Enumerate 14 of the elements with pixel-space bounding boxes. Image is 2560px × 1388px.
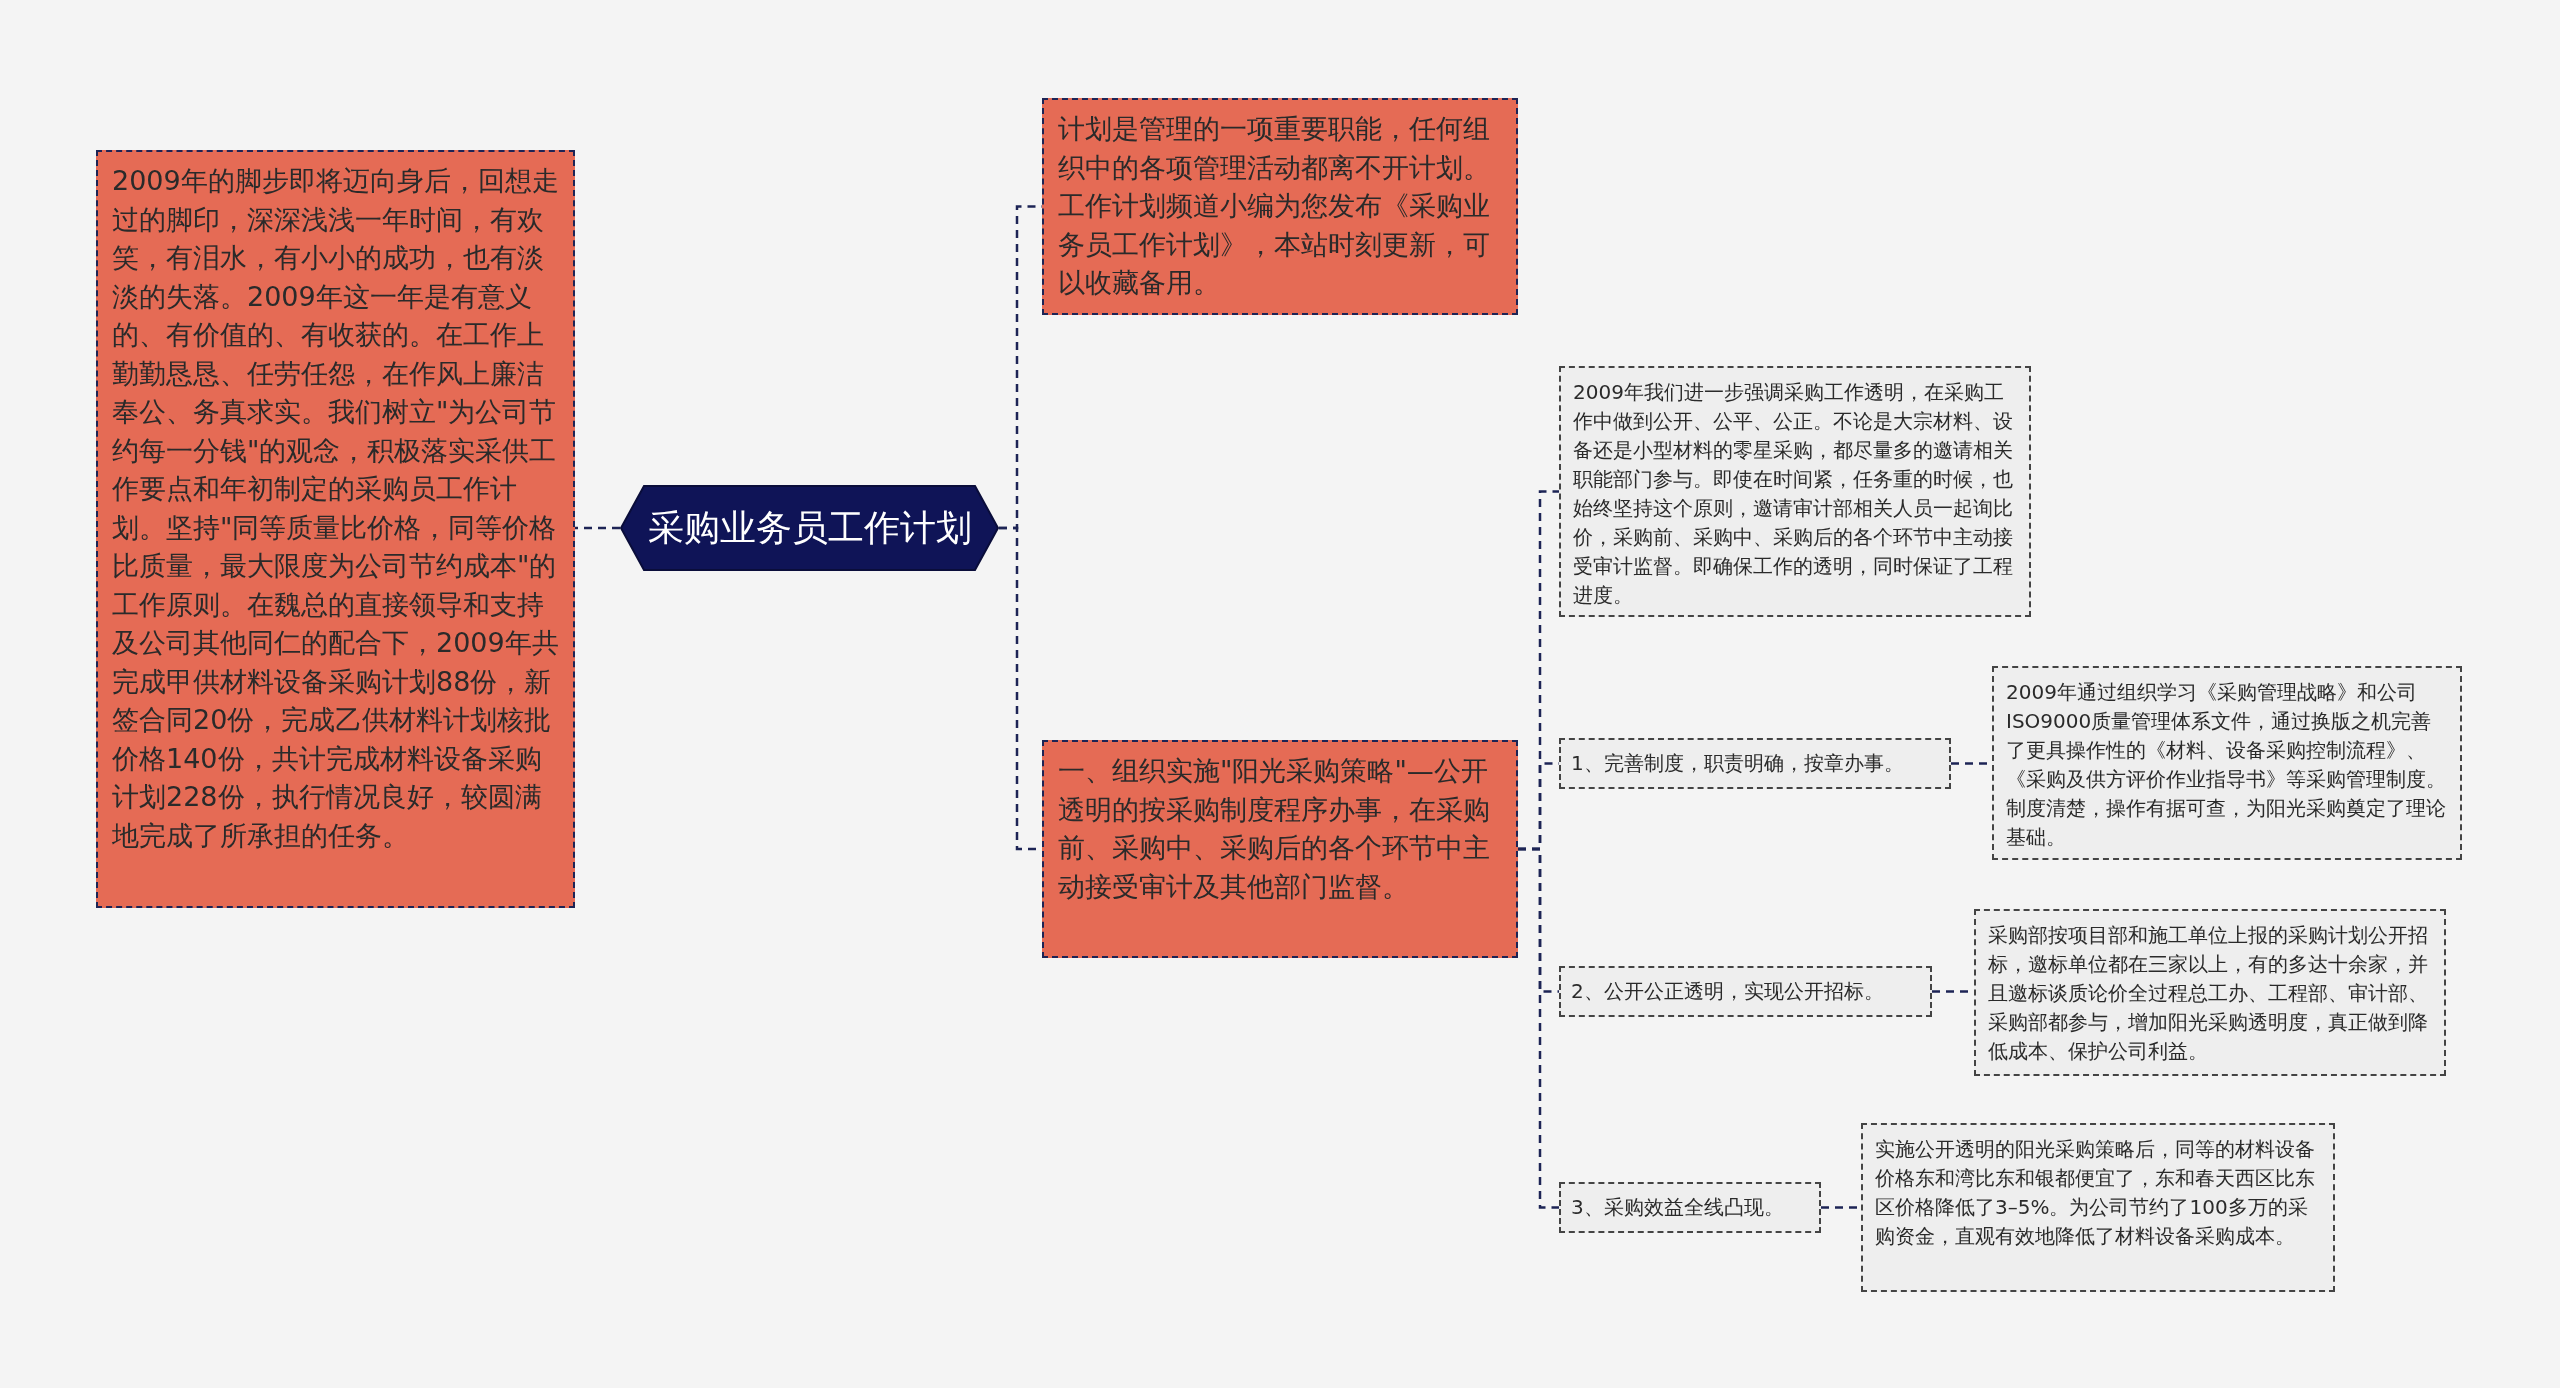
detail-box: 2009年通过组织学习《采购管理战略》和公司ISO9000质量管理体系文件，通过换版之机完善了更具操作性的《材料、设备采购控制流程》、《采购及供方评价作业指导书》等采购管理制度。制度清楚，操作有据可查，为阳光采购奠定了理论基础。 — [1992, 666, 2462, 860]
note-box: 计划是管理的一项重要职能，任何组织中的各项管理活动都离不开计划。工作计划频道小编为您发布《采购业务员工作计划》，本站时刻更新，可以收藏备用。 — [1042, 98, 1518, 315]
note-box: 2009年的脚步即将迈向身后，回想走过的脚印，深深浅浅一年时间，有欢笑，有泪水，有小小的成功，也有淡淡的失落。2009年这一年是有意义的、有价值的、有收获的。在工作上勤勤恳恳、任劳任怨，在作风上廉洁奉公、务真求实。我们树立"为公司节约每一分钱"的观念，积极落实采供工作要点和年初制定的采购员工作计划。坚持"同等质量比价格，同等价格比质量，最大限度为公司节约成本"的工作原则。在魏总的直接领导和支持及公司其他同仁的配合下，2009年共完成甲供材料设备采购计划88份，新签合同20份，完成乙供材料计划核批价格140份，共计完成材料设备采购计划228份，执行情况良好，较圆满地完成了所承担的任务。 — [96, 150, 575, 908]
connector-line — [1518, 847, 1559, 1209]
subtopic-box: 2、公开公正透明，实现公开招标。 — [1559, 966, 1932, 1017]
topic-box: 一、组织实施"阳光采购策略"—公开透明的按采购制度程序办事，在采购前、采购中、采购后的各个环节中主动接受审计及其他部门监督。 — [1042, 740, 1518, 958]
detail-box: 采购部按项目部和施工单位上报的采购计划公开招标，邀标单位都在三家以上，有的多达十余家，并且邀标谈质论价全过程总工办、工程部、审计部、采购部都参与，增加阳光采购透明度，真正做到降低成本、保护公司利益。 — [1974, 909, 2446, 1076]
topic-title: 采购业务员工作计划 — [646, 506, 973, 550]
detail-box: 2009年我们进一步强调采购工作透明，在采购工作中做到公开、公平、公正。不论是大宗材料、设备还是小型材料的零星采购，都尽量多的邀请相关职能部门参与。即使在时间紧，任务重的时候，也始终坚持这个原则，邀请审计部相关人员一起询比价，采购前、采购中、采购后的各个环节中主动接受审计监督。即确保工作的透明，同时保证了工程进度。 — [1559, 366, 2031, 617]
detail-box: 实施公开透明的阳光采购策略后，同等的材料设备价格东和湾比东和银都便宜了，东和春天西区比东区价格降低了3–5%。为公司节约了100多万的采购资金，直观有效地降低了材料设备采购成本。 — [1861, 1123, 2335, 1292]
connector-line — [575, 526, 620, 530]
subtopic-box: 1、完善制度，职责明确，按章办事。 — [1559, 738, 1951, 789]
subtopic-box: 3、采购效益全线凸现。 — [1559, 1182, 1821, 1233]
topic-hexagon — [620, 485, 999, 571]
